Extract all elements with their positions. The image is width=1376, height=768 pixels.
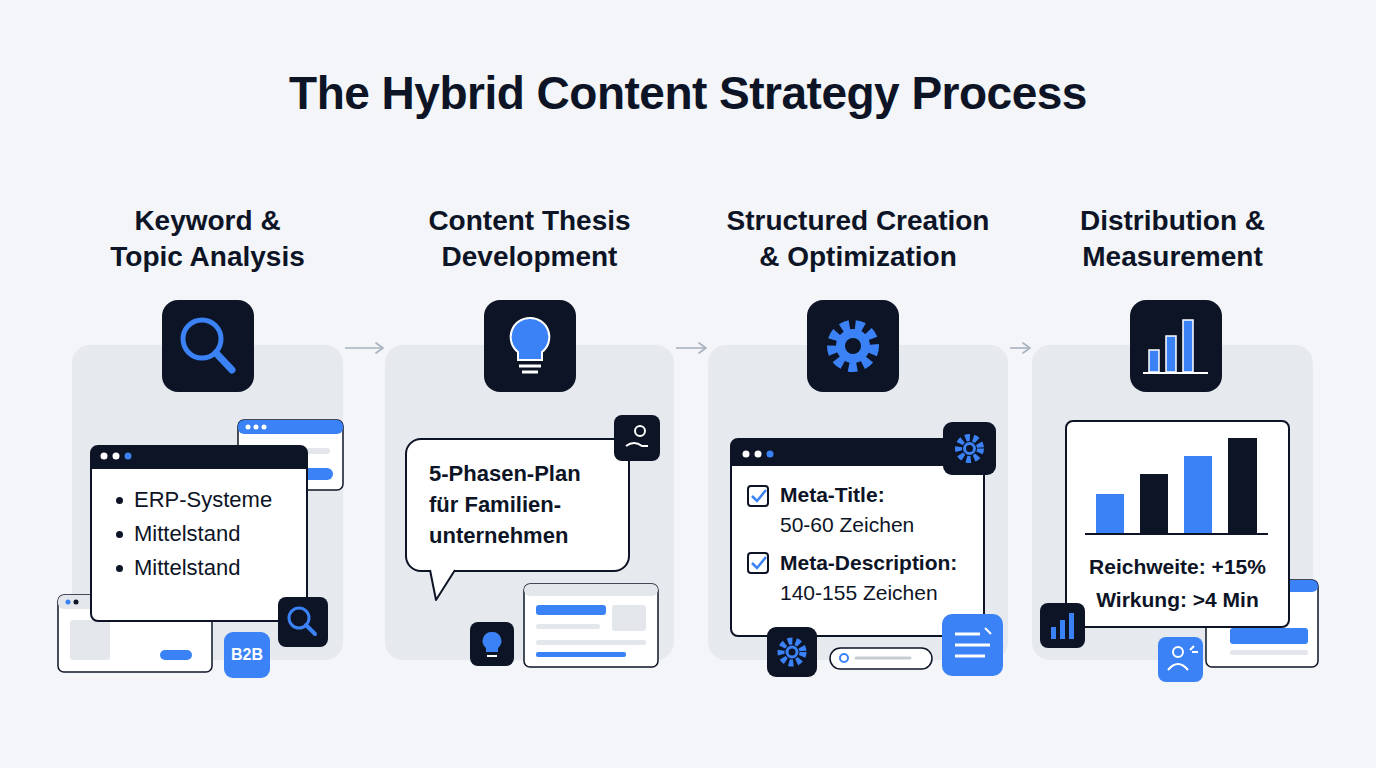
mini-window	[1206, 580, 1318, 667]
field-label: Meta-Description:	[780, 548, 973, 578]
diagram-title: The Hybrid Content Strategy Process	[0, 66, 1376, 120]
step-heading: Distribution & Measurement	[1023, 203, 1323, 275]
gear-badge	[943, 422, 996, 475]
bullet-item: ERP-Systeme	[114, 483, 294, 517]
field-value: 140-155 Zeichen	[780, 578, 973, 608]
bullet-dot	[116, 497, 123, 504]
bulb-badge	[470, 622, 514, 666]
badge-label: B2B	[231, 646, 263, 664]
field-label: Meta-Title:	[780, 480, 973, 510]
browser-card: Meta-Title:50-60 ZeichenMeta-Description…	[730, 438, 985, 637]
bullet-item: Mittelstand	[114, 551, 294, 585]
thesis-text: 5-Phasen-Plan für Familien- unternehmen	[429, 458, 612, 551]
browser-card: ERP-SystemeMittelstandMittelstand	[90, 445, 308, 622]
search-badge	[278, 597, 328, 647]
tag-badge: B2B	[224, 632, 270, 678]
bullet-item: Mittelstand	[114, 517, 294, 551]
flow-arrow	[345, 347, 383, 349]
step-panel: Structured Creation & OptimizationMeta-T…	[708, 345, 1008, 660]
chart-badge	[1040, 603, 1085, 648]
step-heading: Content Thesis Development	[380, 203, 680, 275]
field-value: 50-60 Zeichen	[780, 510, 973, 540]
checkbox	[748, 486, 768, 573]
speech-bubble: 5-Phasen-Plan für Familien- unternehmen	[405, 438, 630, 572]
window-bar	[101, 453, 132, 460]
step-panel: Distribution & MeasurementReichweite: +1…	[1032, 345, 1313, 660]
flow-arrow	[1010, 347, 1030, 349]
bubble-tail	[430, 570, 455, 600]
chart-card: Reichweite: +15%Wirkung: >4 Min	[1065, 420, 1290, 628]
step-heading: Keyword & Topic Analysis	[58, 203, 358, 275]
chart-icon	[1130, 300, 1222, 392]
person-badge	[1158, 637, 1203, 682]
hand-badge	[614, 415, 660, 461]
step-heading: Structured Creation & Optimization	[693, 203, 1023, 275]
mini-window	[524, 584, 658, 667]
window-bar	[743, 451, 774, 458]
bulb-icon	[484, 300, 576, 392]
mini-window	[238, 420, 343, 490]
metric-text: Reichweite: +15%	[1075, 550, 1280, 583]
mini-window	[58, 595, 212, 672]
search-icon	[162, 300, 254, 392]
gear-badge	[767, 627, 817, 677]
search-bar	[830, 648, 932, 669]
bullet-dot	[116, 531, 123, 538]
bullet-dot	[116, 565, 123, 572]
gear-icon	[807, 300, 899, 392]
bar-chart	[1085, 438, 1268, 534]
document-badge	[942, 614, 1003, 676]
flow-arrow	[676, 347, 706, 349]
step-panel: Keyword & Topic AnalysisERP-SystemeMitte…	[72, 345, 343, 660]
metric-text: Wirkung: >4 Min	[1075, 583, 1280, 616]
